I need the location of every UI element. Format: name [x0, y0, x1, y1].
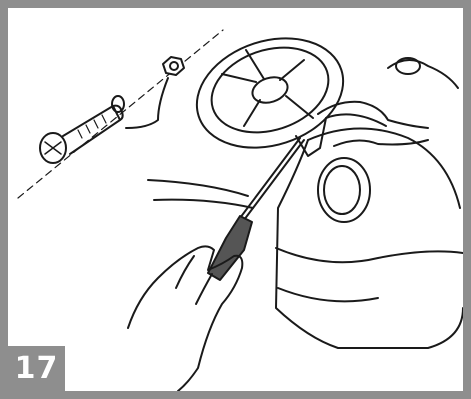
screwdriver-icon: [208, 138, 304, 280]
step-number-badge: 17: [8, 346, 65, 391]
assembly-axis: [18, 30, 223, 198]
assembly-illustration: [8, 8, 463, 391]
nut-icon: [126, 57, 184, 128]
instruction-panel: 17: [8, 8, 463, 391]
bolt-icon: [40, 96, 124, 163]
